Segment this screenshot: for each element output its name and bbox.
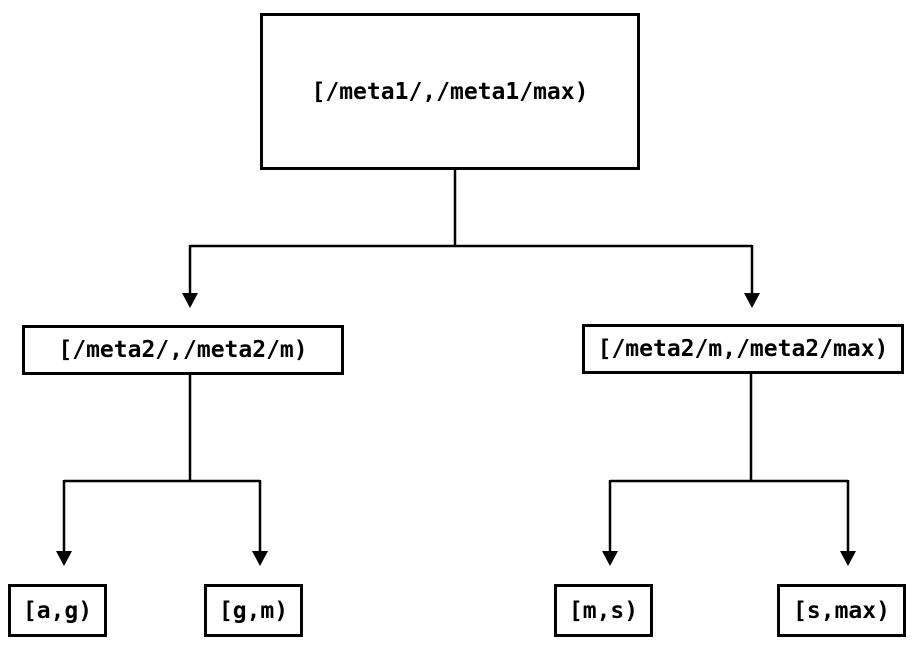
node-label: [s,max) [793, 597, 890, 624]
node-label: [/meta2/m,/meta2/max) [597, 336, 889, 362]
node-label: [g,m) [218, 597, 289, 624]
arrow-down-icon [840, 551, 856, 566]
node-leaf-range-smax: [s,max) [777, 584, 906, 637]
node-meta2-low-range: [/meta2/,/meta2/m) [22, 325, 344, 375]
node-leaf-range-ms: [m,s) [554, 584, 653, 637]
arrow-down-icon [602, 551, 618, 566]
node-label: [/meta1/,/meta1/max) [311, 78, 589, 105]
arrow-down-icon [182, 293, 198, 308]
arrow-down-icon [56, 551, 72, 566]
arrow-down-icon [252, 551, 268, 566]
node-label: [a,g) [22, 597, 93, 624]
node-meta2-high-range: [/meta2/m,/meta2/max) [582, 324, 904, 374]
node-label: [/meta2/,/meta2/m) [58, 337, 308, 363]
node-leaf-range-gm: [g,m) [204, 584, 303, 637]
node-label: [m,s) [568, 597, 639, 624]
node-root-range: [/meta1/,/meta1/max) [260, 13, 640, 170]
node-leaf-range-ag: [a,g) [8, 584, 107, 637]
arrow-down-icon [744, 293, 760, 308]
